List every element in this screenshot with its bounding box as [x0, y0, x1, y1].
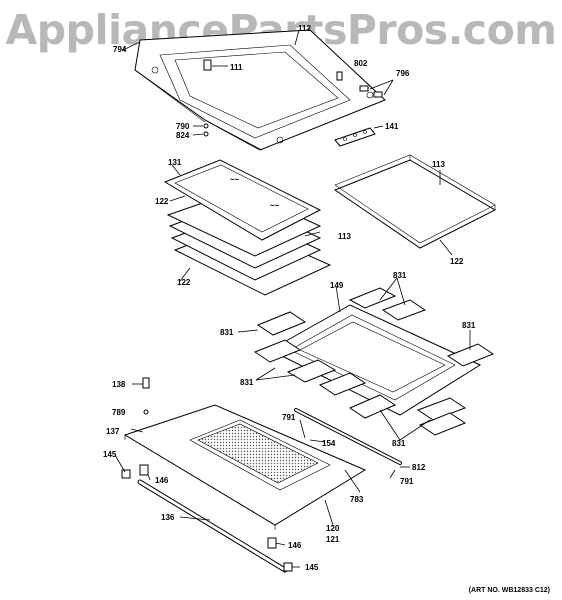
callout-794: 794 — [113, 45, 127, 54]
callout-122-c: 122 — [450, 257, 464, 266]
top-door-panel — [134, 29, 386, 151]
callout-141: 141 — [385, 122, 399, 131]
callout-791-a: 791 — [282, 413, 296, 422]
callout-154: 154 — [322, 439, 336, 448]
part-789 — [143, 409, 149, 415]
callout-146-a: 146 — [155, 476, 169, 485]
callout-783: 783 — [350, 495, 364, 504]
part-141-hinge — [334, 125, 384, 147]
insulation-blocks — [253, 287, 495, 436]
callout-120: 120 — [326, 524, 340, 533]
callout-112: 112 — [298, 24, 311, 33]
callout-111: 111 — [230, 63, 243, 72]
callout-812: 812 — [412, 463, 426, 472]
part-790-824 — [192, 123, 209, 137]
callout-146-b: 146 — [288, 541, 302, 550]
callout-138: 138 — [112, 380, 126, 389]
callout-149: 149 — [330, 281, 344, 290]
callout-831-b: 831 — [220, 328, 234, 337]
callout-122-b: 122 — [177, 278, 191, 287]
callout-145-a: 145 — [103, 450, 117, 459]
part-111 — [203, 59, 228, 71]
callout-802: 802 — [354, 59, 368, 68]
callout-789: 789 — [112, 408, 126, 417]
mesh-window — [197, 423, 319, 484]
callout-136: 136 — [161, 513, 175, 522]
part-154-rod — [294, 408, 402, 465]
part-138 — [132, 377, 150, 389]
callout-831-e: 831 — [392, 439, 406, 448]
callout-113-a: 113 — [338, 232, 351, 241]
art-number: (ART NO. WB12833 C12) — [468, 587, 550, 594]
svg-text:~~: ~~ — [230, 175, 240, 184]
glass-panel-right — [333, 154, 497, 249]
svg-text:~~: ~~ — [270, 201, 280, 210]
callout-831-c: 831 — [462, 321, 476, 330]
leader-lines — [114, 29, 471, 568]
callout-145-b: 145 — [305, 563, 319, 572]
callout-113-b: 113 — [432, 160, 445, 169]
callout-labels: 794 112 111 802 796 790 824 141 131 122 … — [103, 24, 476, 572]
part-802 — [336, 71, 343, 81]
part-136-rod — [137, 479, 288, 573]
callout-824: 824 — [176, 131, 190, 140]
callout-137: 137 — [106, 427, 120, 436]
callout-790: 790 — [176, 122, 190, 131]
callout-831-a: 831 — [393, 271, 407, 280]
callout-831-d: 831 — [240, 378, 254, 387]
callout-796: 796 — [396, 69, 410, 78]
callout-122-a: 122 — [155, 197, 169, 206]
glass-gasket-stack-left: ~~ ~~ — [163, 159, 332, 296]
callout-791-b: 791 — [400, 477, 414, 486]
callout-131: 131 — [168, 158, 182, 167]
part-796-clips — [359, 79, 394, 98]
callout-121: 121 — [326, 535, 340, 544]
